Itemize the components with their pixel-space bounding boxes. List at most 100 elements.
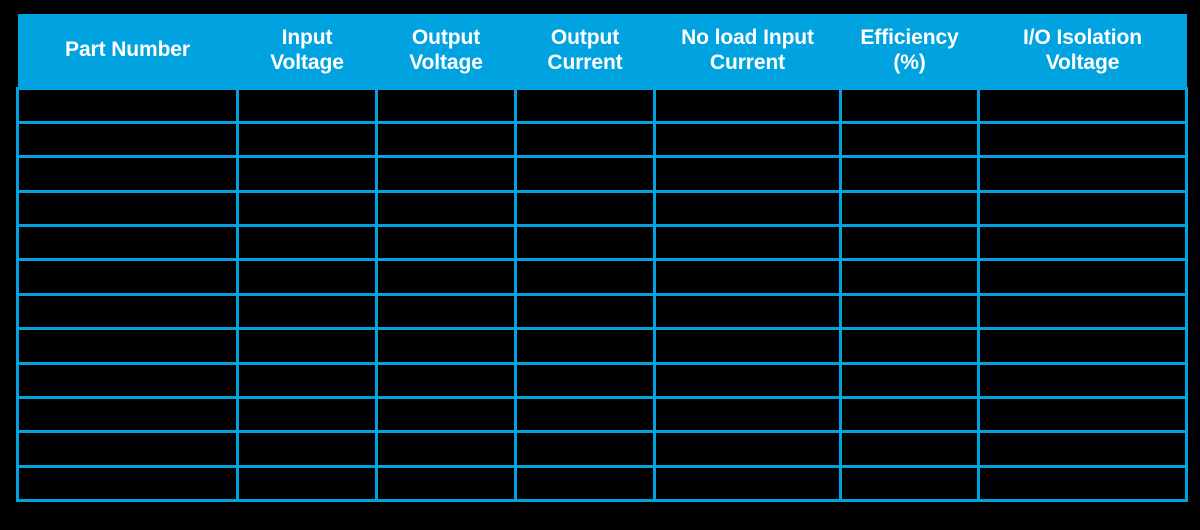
cell-output-current[interactable] (515, 191, 656, 228)
cell-part-number[interactable] (16, 466, 239, 503)
cell-output-voltage[interactable] (376, 225, 517, 262)
cell-input-voltage[interactable] (237, 466, 378, 503)
cell-output-voltage[interactable] (376, 466, 517, 503)
cell-output-voltage[interactable] (376, 122, 517, 159)
cell-efficiency[interactable] (840, 156, 980, 193)
cell-output-voltage[interactable] (376, 294, 517, 331)
cell-part-number[interactable] (16, 225, 239, 262)
cell-no-load-input-current[interactable] (654, 397, 842, 434)
cell-output-current[interactable] (515, 156, 656, 193)
cell-part-number[interactable] (16, 363, 239, 400)
cell-output-current[interactable] (515, 294, 656, 331)
table-row[interactable] (16, 225, 1188, 262)
cell-io-isolation-voltage[interactable] (978, 122, 1188, 159)
cell-efficiency[interactable] (840, 259, 980, 296)
cell-output-current[interactable] (515, 225, 656, 262)
cell-no-load-input-current[interactable] (654, 259, 842, 296)
cell-no-load-input-current[interactable] (654, 225, 842, 262)
table-row[interactable] (16, 363, 1188, 400)
cell-efficiency[interactable] (840, 86, 980, 124)
cell-no-load-input-current[interactable] (654, 86, 842, 124)
cell-io-isolation-voltage[interactable] (978, 397, 1188, 434)
cell-efficiency[interactable] (840, 122, 980, 159)
cell-efficiency[interactable] (840, 225, 980, 262)
cell-part-number[interactable] (16, 431, 239, 468)
cell-input-voltage[interactable] (237, 431, 378, 468)
cell-input-voltage[interactable] (237, 156, 378, 193)
cell-output-voltage[interactable] (376, 259, 517, 296)
cell-part-number[interactable] (16, 397, 239, 434)
cell-output-current[interactable] (515, 397, 656, 434)
column-header-efficiency[interactable]: Efficiency (%) (840, 14, 979, 88)
cell-no-load-input-current[interactable] (654, 328, 842, 365)
cell-input-voltage[interactable] (237, 259, 378, 296)
cell-part-number[interactable] (16, 294, 239, 331)
table-row[interactable] (16, 466, 1188, 503)
cell-part-number[interactable] (16, 191, 239, 228)
cell-efficiency[interactable] (840, 363, 980, 400)
cell-part-number[interactable] (16, 156, 239, 193)
column-header-input-voltage[interactable]: Input Voltage (237, 14, 377, 88)
cell-input-voltage[interactable] (237, 363, 378, 400)
cell-io-isolation-voltage[interactable] (978, 86, 1188, 124)
cell-output-current[interactable] (515, 122, 656, 159)
cell-efficiency[interactable] (840, 328, 980, 365)
table-row[interactable] (16, 397, 1188, 434)
cell-output-current[interactable] (515, 431, 656, 468)
column-header-no-load-input-current[interactable]: No load Input Current (654, 14, 841, 88)
cell-efficiency[interactable] (840, 431, 980, 468)
cell-part-number[interactable] (16, 86, 239, 124)
column-header-output-current[interactable]: Output Current (515, 14, 655, 88)
cell-efficiency[interactable] (840, 466, 980, 503)
cell-io-isolation-voltage[interactable] (978, 328, 1188, 365)
table-row[interactable] (16, 122, 1188, 159)
cell-no-load-input-current[interactable] (654, 294, 842, 331)
cell-output-current[interactable] (515, 363, 656, 400)
column-header-part-number[interactable]: Part Number (17, 14, 238, 88)
table-row[interactable] (16, 431, 1188, 468)
cell-part-number[interactable] (16, 328, 239, 365)
cell-no-load-input-current[interactable] (654, 466, 842, 503)
column-header-io-isolation-voltage[interactable]: I/O Isolation Voltage (978, 14, 1187, 88)
cell-io-isolation-voltage[interactable] (978, 466, 1188, 503)
cell-io-isolation-voltage[interactable] (978, 294, 1188, 331)
cell-efficiency[interactable] (840, 294, 980, 331)
cell-output-current[interactable] (515, 259, 656, 296)
cell-input-voltage[interactable] (237, 294, 378, 331)
table-row[interactable] (16, 259, 1188, 296)
cell-io-isolation-voltage[interactable] (978, 191, 1188, 228)
column-header-output-voltage[interactable]: Output Voltage (376, 14, 516, 88)
cell-input-voltage[interactable] (237, 86, 378, 124)
cell-output-voltage[interactable] (376, 397, 517, 434)
cell-io-isolation-voltage[interactable] (978, 259, 1188, 296)
cell-no-load-input-current[interactable] (654, 431, 842, 468)
cell-output-current[interactable] (515, 466, 656, 503)
cell-efficiency[interactable] (840, 191, 980, 228)
cell-input-voltage[interactable] (237, 191, 378, 228)
cell-output-current[interactable] (515, 328, 656, 365)
cell-part-number[interactable] (16, 122, 239, 159)
cell-no-load-input-current[interactable] (654, 122, 842, 159)
cell-input-voltage[interactable] (237, 225, 378, 262)
cell-efficiency[interactable] (840, 397, 980, 434)
cell-output-voltage[interactable] (376, 191, 517, 228)
cell-io-isolation-voltage[interactable] (978, 156, 1188, 193)
cell-io-isolation-voltage[interactable] (978, 363, 1188, 400)
cell-output-voltage[interactable] (376, 363, 517, 400)
cell-output-voltage[interactable] (376, 156, 517, 193)
cell-input-voltage[interactable] (237, 397, 378, 434)
cell-part-number[interactable] (16, 259, 239, 296)
cell-output-voltage[interactable] (376, 328, 517, 365)
cell-no-load-input-current[interactable] (654, 191, 842, 228)
table-row[interactable] (16, 191, 1188, 228)
cell-output-current[interactable] (515, 86, 656, 124)
table-row[interactable] (16, 328, 1188, 365)
cell-io-isolation-voltage[interactable] (978, 225, 1188, 262)
cell-output-voltage[interactable] (376, 431, 517, 468)
cell-output-voltage[interactable] (376, 86, 517, 124)
cell-input-voltage[interactable] (237, 328, 378, 365)
table-row[interactable] (16, 86, 1188, 124)
cell-no-load-input-current[interactable] (654, 363, 842, 400)
cell-io-isolation-voltage[interactable] (978, 431, 1188, 468)
table-row[interactable] (16, 294, 1188, 331)
